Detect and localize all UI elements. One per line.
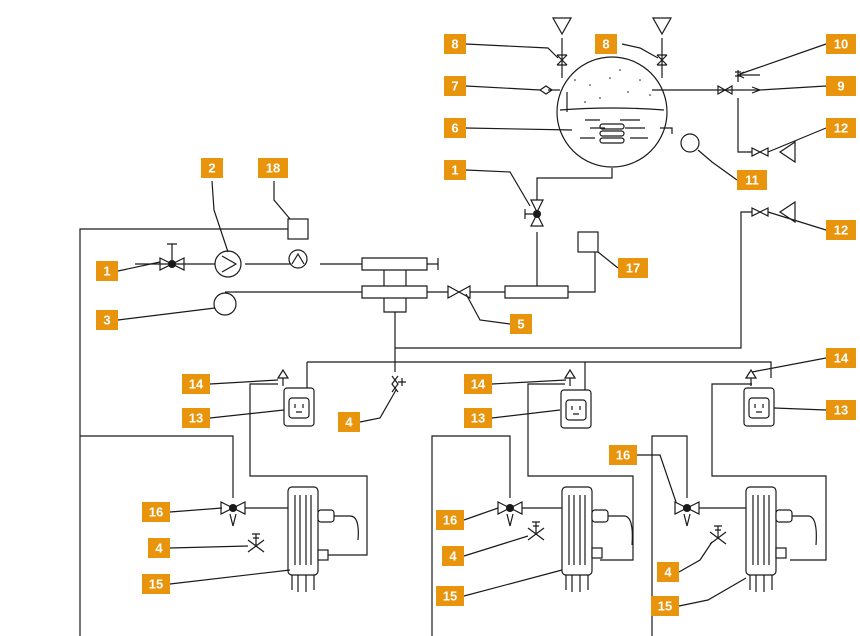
label-11: 11 [737, 170, 767, 190]
label-18: 18 [258, 158, 288, 178]
pump [214, 250, 242, 278]
label-14-mid: 14 [464, 374, 492, 394]
label-3: 3 [96, 310, 118, 330]
svg-text:7: 7 [451, 79, 458, 94]
heating-coil [599, 123, 625, 144]
label-8-left: 8 [444, 34, 466, 54]
svg-text:3: 3 [103, 313, 110, 328]
label-6: 6 [444, 118, 466, 138]
label-17: 17 [618, 258, 648, 278]
label-13-right: 13 [826, 400, 856, 420]
label-15-left: 15 [142, 574, 170, 594]
label-16-right: 16 [609, 445, 637, 465]
svg-text:16: 16 [443, 513, 457, 528]
tank-gauge [680, 133, 700, 153]
svg-text:14: 14 [189, 377, 204, 392]
label-14-left: 14 [182, 374, 210, 394]
label-8-right: 8 [595, 34, 617, 54]
control-box-17 [577, 231, 599, 253]
svg-text:6: 6 [451, 121, 458, 136]
svg-text:14: 14 [471, 377, 486, 392]
label-14-right: 14 [826, 348, 856, 368]
svg-text:1: 1 [451, 163, 458, 178]
control-box-18 [287, 218, 309, 240]
svg-text:8: 8 [602, 37, 609, 52]
leader-lines [117, 43, 827, 607]
label-10: 10 [826, 34, 856, 54]
label-13-mid: 13 [464, 408, 492, 428]
svg-text:13: 13 [471, 411, 485, 426]
label-16-left: 16 [142, 502, 170, 522]
svg-text:8: 8 [451, 37, 458, 52]
label-12-top: 12 [826, 118, 856, 138]
label-9: 9 [826, 76, 856, 96]
svg-text:15: 15 [443, 589, 457, 604]
svg-text:15: 15 [658, 599, 672, 614]
label-4-mid: 4 [442, 546, 464, 566]
svg-text:13: 13 [834, 403, 848, 418]
svg-text:4: 4 [345, 415, 353, 430]
svg-text:18: 18 [266, 161, 280, 176]
label-16-mid: 16 [436, 510, 464, 530]
valves [159, 70, 796, 553]
pressure-gauge [213, 292, 237, 316]
svg-text:4: 4 [664, 565, 672, 580]
label-2: 2 [201, 158, 223, 178]
label-4-top: 4 [338, 412, 360, 432]
svg-text:16: 16 [616, 448, 630, 463]
tank [556, 56, 668, 168]
piping [79, 38, 827, 636]
svg-text:4: 4 [155, 541, 163, 556]
svg-text:15: 15 [149, 577, 163, 592]
svg-text:12: 12 [834, 223, 848, 238]
label-13-left: 13 [182, 408, 210, 428]
label-4-left: 4 [148, 538, 170, 558]
label-15-right: 15 [651, 596, 679, 616]
label-1-left: 1 [96, 261, 118, 281]
label-4-right: 4 [657, 562, 679, 582]
label-1-top: 1 [444, 160, 466, 180]
svg-text:16: 16 [149, 505, 163, 520]
svg-text:9: 9 [837, 79, 844, 94]
label-7: 7 [444, 76, 466, 96]
svg-text:4: 4 [449, 549, 457, 564]
svg-text:17: 17 [626, 261, 640, 276]
label-5: 5 [510, 314, 532, 334]
label-15-mid: 15 [436, 586, 464, 606]
regulators [283, 387, 775, 429]
svg-text:14: 14 [834, 351, 849, 366]
svg-text:12: 12 [834, 121, 848, 136]
svg-text:13: 13 [189, 411, 203, 426]
svg-text:5: 5 [517, 317, 524, 332]
svg-text:1: 1 [103, 264, 110, 279]
tube-units [287, 486, 817, 592]
vent-valves [551, 17, 673, 66]
svg-text:10: 10 [834, 37, 848, 52]
label-12-bottom: 12 [826, 220, 856, 240]
flow-meter [288, 249, 308, 269]
sight-glass [538, 85, 554, 95]
svg-text:2: 2 [208, 161, 215, 176]
svg-text:11: 11 [745, 173, 759, 188]
